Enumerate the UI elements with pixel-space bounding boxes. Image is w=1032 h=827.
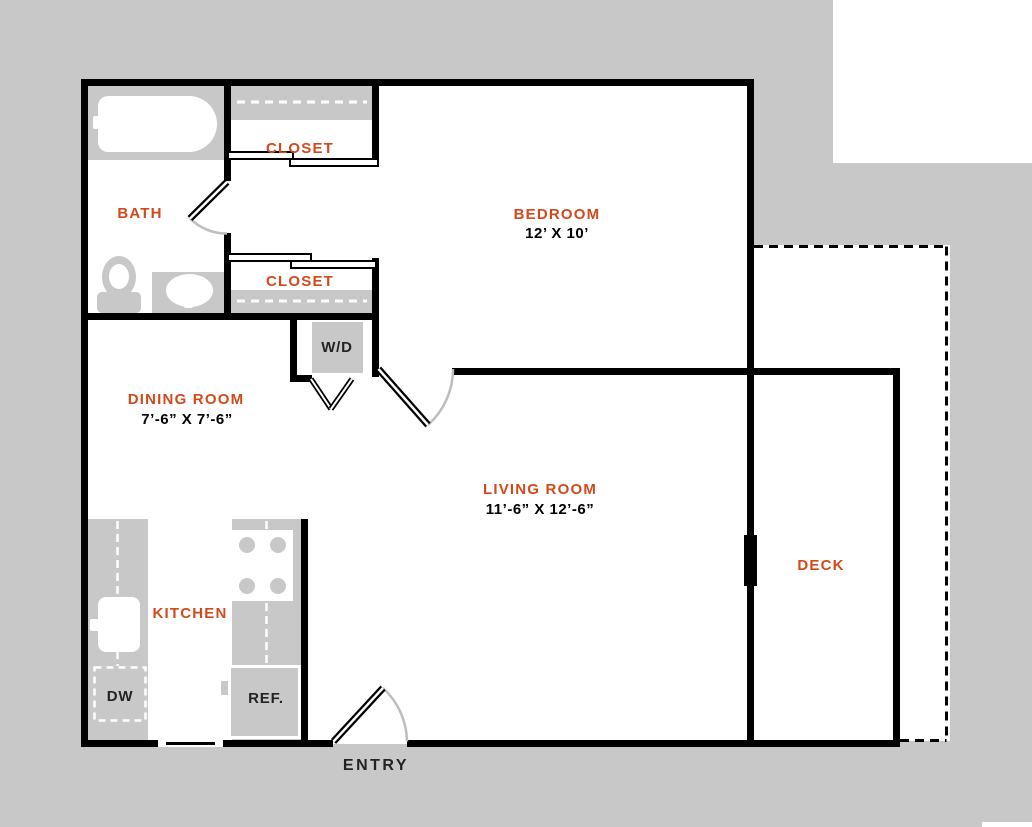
- wall-deck-right: [893, 368, 900, 747]
- refrigerator: [228, 665, 301, 739]
- refrigerator-handle: [221, 681, 228, 695]
- wall-right: [747, 79, 754, 747]
- dining-room-label: DINING ROOM: [127, 391, 245, 408]
- sliding-glass-door: [744, 535, 757, 586]
- living-room-dimensions: 11’-6” X 12’-6”: [485, 501, 595, 518]
- bedroom-label: BEDROOM: [513, 206, 601, 223]
- wall-kitchen-right: [301, 519, 308, 747]
- kitchen-sink-faucet: [90, 619, 111, 631]
- bath-label: BATH: [117, 205, 163, 222]
- toilet-bowl-inner: [109, 264, 129, 289]
- bath-sink-faucet: [184, 292, 193, 308]
- wall-top: [81, 79, 754, 86]
- deck-label: DECK: [797, 557, 845, 574]
- entry-label: ENTRY: [342, 757, 410, 774]
- stove-burner: [270, 537, 286, 553]
- refrigerator-label: REF.: [248, 690, 284, 707]
- washer-dryer-label: W/D: [321, 339, 353, 356]
- wall-left: [81, 79, 88, 747]
- stove-burner: [239, 537, 255, 553]
- toilet-tank: [97, 292, 141, 313]
- wall-closet-right-top: [372, 79, 379, 165]
- wall-bottom-seg3: [407, 740, 900, 747]
- stove-burner: [239, 578, 255, 594]
- washer-dryer-unit: [312, 322, 363, 373]
- bathtub: [98, 96, 217, 152]
- stove-burner: [270, 578, 286, 594]
- background-cutout-bottom-right: [982, 822, 1032, 827]
- kitchen-label: KITCHEN: [152, 605, 228, 622]
- tub-faucet: [93, 116, 110, 129]
- dining-room-dimensions: 7’-6” X 7’-6”: [141, 411, 233, 428]
- wall-bottom-seg1: [81, 740, 158, 747]
- wall-bath-right-lower: [224, 233, 231, 320]
- closet-top-shelf: [231, 86, 372, 120]
- wall-living-top: [452, 368, 900, 375]
- wall-wd-left: [290, 320, 297, 382]
- wall-bath-bottom: [81, 313, 379, 320]
- wall-bath-right-upper: [224, 79, 231, 181]
- bedroom-dimensions: 12’ X 10’: [525, 225, 589, 242]
- closet-bottom-label: CLOSET: [265, 273, 335, 290]
- wall-closet-right-bottom: [372, 258, 379, 377]
- living-room-label: LIVING ROOM: [482, 481, 598, 498]
- closet-bottom-shelf: [231, 290, 372, 313]
- deck-floor: [754, 245, 950, 741]
- closet-top-label: CLOSET: [265, 140, 335, 157]
- dishwasher-label: DW: [106, 688, 134, 705]
- wall-wd-stub: [290, 375, 312, 382]
- background-cutout-top-right: [833, 0, 1032, 163]
- wall-bottom-seg2: [223, 740, 333, 747]
